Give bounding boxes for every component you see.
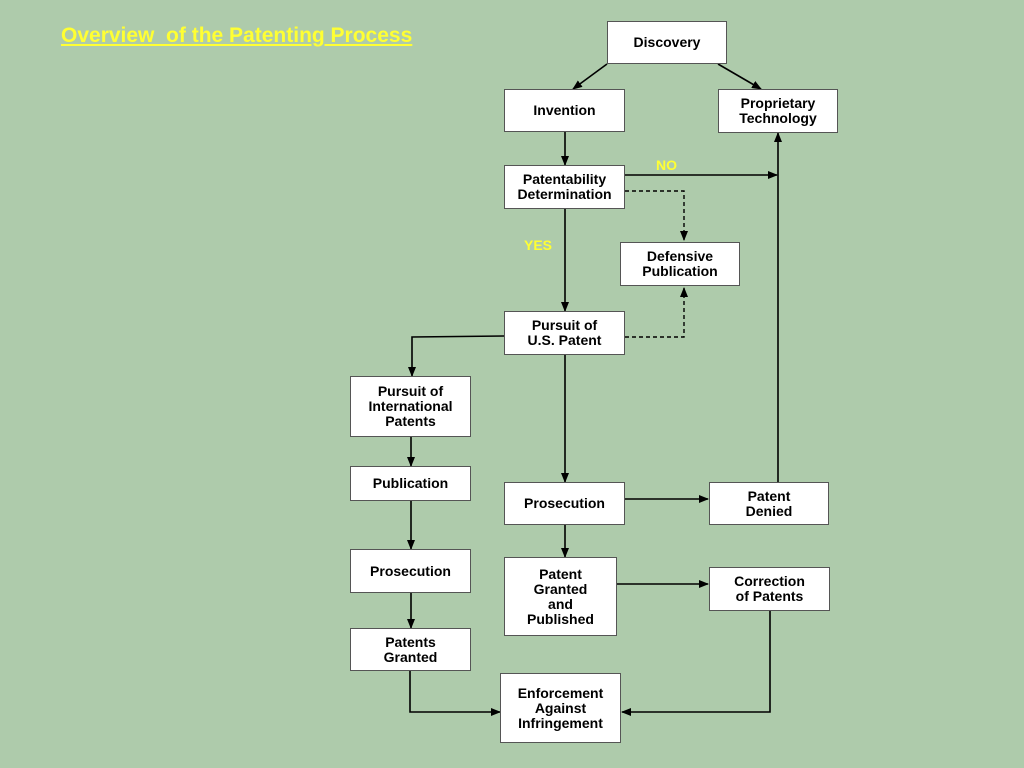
edge-label-yes: YES bbox=[524, 237, 553, 253]
edge-correction-enforcement bbox=[621, 611, 771, 716]
node-publication: Publication bbox=[350, 466, 471, 501]
node-label: Prosecution bbox=[370, 562, 451, 579]
node-prosecution-international: Prosecution bbox=[350, 549, 471, 593]
edge-pursuit-us-defensive bbox=[625, 287, 688, 338]
node-discovery: Discovery bbox=[607, 21, 727, 64]
node-prosecution-us: Prosecution bbox=[504, 482, 625, 525]
edge-discovery-proprietary bbox=[717, 63, 762, 90]
edge-patentability-defensive bbox=[625, 190, 688, 241]
node-label: Publication bbox=[372, 475, 449, 491]
edge-granted-enforcement bbox=[409, 671, 501, 716]
node-invention: Invention bbox=[504, 89, 625, 132]
node-label: Invention bbox=[533, 102, 596, 118]
edge-pursuit-us-intl bbox=[408, 335, 505, 377]
node-label: Prosecution bbox=[524, 495, 605, 511]
node-label: Discovery bbox=[633, 34, 701, 50]
edge-discovery-invention bbox=[572, 63, 608, 90]
page-title: Overview of the Patenting Process bbox=[61, 24, 413, 47]
edge-label-no: NO bbox=[656, 157, 677, 173]
